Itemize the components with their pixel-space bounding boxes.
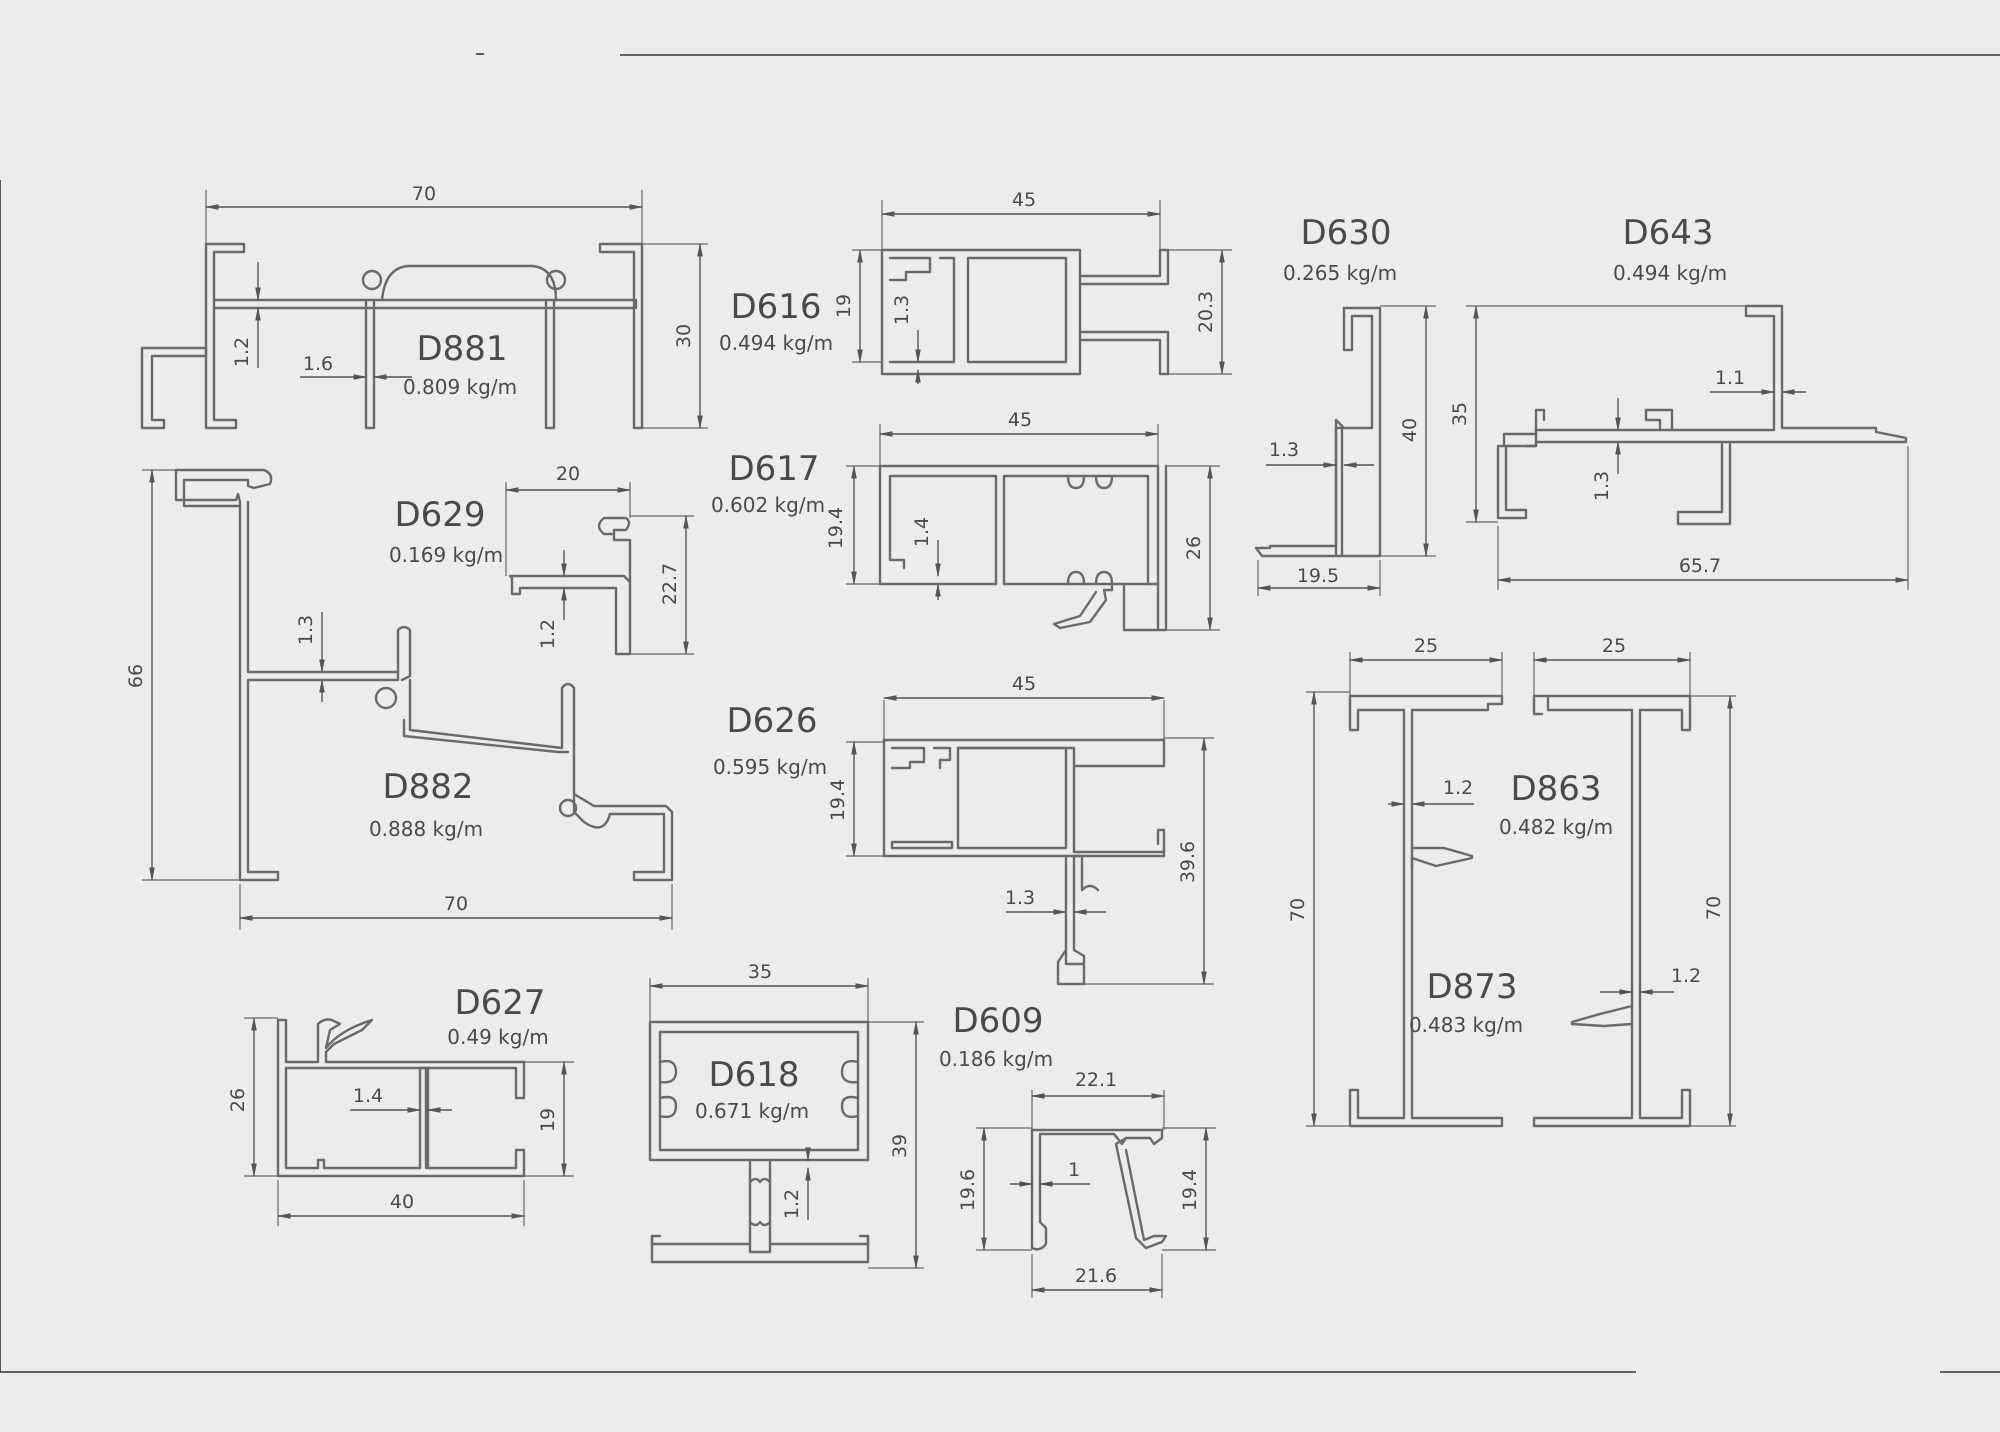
d863-dim-height: 70 bbox=[1287, 898, 1309, 922]
d616-name: D616 bbox=[730, 287, 821, 327]
d873-name: D873 bbox=[1426, 967, 1517, 1007]
d873-dim-height: 70 bbox=[1703, 896, 1725, 920]
profile-d882: 66 1.3 70 D882 0.888 kg/m bbox=[125, 468, 674, 930]
d882-name: D882 bbox=[382, 767, 473, 807]
d616-dim-width: 45 bbox=[1012, 189, 1036, 211]
d629-weight: 0.169 kg/m bbox=[389, 543, 503, 567]
d630-name: D630 bbox=[1300, 213, 1391, 253]
d617-dim-width: 45 bbox=[1008, 409, 1032, 431]
d618-dim-wall: 1.2 bbox=[781, 1189, 803, 1219]
d881-name: D881 bbox=[416, 329, 507, 369]
sheet-frame bbox=[0, 53, 2000, 1373]
profile-d617: 45 19.4 1.4 26 D617 0.602 kg/m bbox=[711, 409, 1220, 632]
d873-weight: 0.483 kg/m bbox=[1409, 1013, 1523, 1037]
d643-weight: 0.494 kg/m bbox=[1613, 261, 1727, 285]
profile-d618: 35 39 1.2 D618 0.671 kg/m bbox=[648, 961, 924, 1270]
d626-dim-wall: 1.3 bbox=[1005, 887, 1035, 909]
d643-dim-width: 65.7 bbox=[1679, 555, 1721, 577]
d616-dim-flange: 20.3 bbox=[1195, 291, 1217, 333]
d882-dim-wall: 1.3 bbox=[295, 615, 317, 645]
profile-d627: 26 1.4 19 40 D627 0.49 kg/m bbox=[227, 983, 574, 1226]
d618-dim-height: 39 bbox=[889, 1134, 911, 1158]
d630-dim-width: 19.5 bbox=[1297, 565, 1339, 587]
d609-dim-bottom: 21.6 bbox=[1075, 1265, 1117, 1287]
d873-dim-wall: 1.2 bbox=[1671, 965, 1701, 987]
d618-weight: 0.671 kg/m bbox=[695, 1099, 809, 1123]
d629-dim-height: 22.7 bbox=[659, 563, 681, 605]
d881-dim-web: 1.6 bbox=[303, 353, 333, 375]
d617-name: D617 bbox=[728, 449, 819, 489]
d609-name: D609 bbox=[952, 1001, 1043, 1041]
d617-dim-overall: 26 bbox=[1183, 536, 1205, 560]
d626-weight: 0.595 kg/m bbox=[713, 755, 827, 779]
d626-dim-width: 45 bbox=[1012, 673, 1036, 695]
d627-name: D627 bbox=[454, 983, 545, 1023]
d609-dim-wall: 1 bbox=[1068, 1159, 1080, 1181]
d626-dim-overall: 39.6 bbox=[1177, 841, 1199, 883]
d618-dim-width: 35 bbox=[748, 961, 772, 983]
d881-dim-width: 70 bbox=[412, 183, 436, 205]
d616-weight: 0.494 kg/m bbox=[719, 331, 833, 355]
profile-d630: 40 1.3 19.5 D630 0.265 kg/m bbox=[1254, 213, 1436, 596]
profile-d609: 22.1 19.6 1 19.4 21.6 D609 0.186 kg/m bbox=[939, 1001, 1216, 1298]
d616-dim-wall: 1.3 bbox=[891, 295, 913, 325]
d643-dim-wall: 1.3 bbox=[1591, 471, 1613, 501]
d881-weight: 0.809 kg/m bbox=[403, 375, 517, 399]
d627-dim-width: 40 bbox=[390, 1191, 414, 1213]
profile-d629: 20 22.7 1.2 D629 0.169 kg/m bbox=[389, 463, 694, 656]
d609-dim-height-left: 19.6 bbox=[957, 1169, 979, 1211]
d627-dim-inner: 19 bbox=[537, 1108, 559, 1132]
profile-d881: 70 30 1.2 1.6 D881 0.809 kg/m bbox=[140, 183, 708, 430]
profile-d643: 35 1.1 1.3 65.7 D643 0.494 kg/m bbox=[1449, 213, 1910, 590]
d617-dim-height: 19.4 bbox=[825, 507, 847, 549]
d629-dim-width: 20 bbox=[556, 463, 580, 485]
d863-weight: 0.482 kg/m bbox=[1499, 815, 1613, 839]
d609-weight: 0.186 kg/m bbox=[939, 1047, 1053, 1071]
d881-dim-wall: 1.2 bbox=[231, 337, 253, 367]
profile-d626: 45 19.4 39.6 1.3 D626 0.595 kg/m bbox=[713, 673, 1214, 986]
d609-dim-top: 22.1 bbox=[1075, 1069, 1117, 1091]
d609-dim-height-right: 19.4 bbox=[1179, 1169, 1201, 1211]
d643-dim-wall-top: 1.1 bbox=[1715, 367, 1745, 389]
d630-dim-wall: 1.3 bbox=[1269, 439, 1299, 461]
d616-dim-height: 19 bbox=[833, 294, 855, 318]
d627-dim-height: 26 bbox=[227, 1088, 249, 1112]
d630-weight: 0.265 kg/m bbox=[1283, 261, 1397, 285]
d617-weight: 0.602 kg/m bbox=[711, 493, 825, 517]
d863-dim-width-right: 25 bbox=[1602, 635, 1626, 657]
d629-name: D629 bbox=[394, 495, 485, 535]
d626-name: D626 bbox=[726, 701, 817, 741]
d882-weight: 0.888 kg/m bbox=[369, 817, 483, 841]
d643-dim-height: 35 bbox=[1449, 402, 1471, 426]
d629-dim-wall: 1.2 bbox=[537, 619, 559, 649]
d627-weight: 0.49 kg/m bbox=[447, 1025, 548, 1049]
d881-dim-height: 30 bbox=[673, 324, 695, 348]
d863-name: D863 bbox=[1510, 769, 1601, 809]
d630-dim-height: 40 bbox=[1399, 418, 1421, 442]
d882-dim-height: 66 bbox=[125, 664, 147, 688]
d863-dim-wall: 1.2 bbox=[1443, 777, 1473, 799]
d643-name: D643 bbox=[1622, 213, 1713, 253]
d626-dim-height: 19.4 bbox=[827, 779, 849, 821]
d627-dim-wall: 1.4 bbox=[353, 1085, 383, 1107]
profile-d863-d873: 25 25 1.2 70 D863 0.482 kg/m 70 1.2 D873… bbox=[1287, 635, 1736, 1128]
profile-d616: 45 19 1.3 20.3 D616 0.494 kg/m bbox=[719, 189, 1232, 384]
d882-dim-width: 70 bbox=[444, 893, 468, 915]
d617-dim-wall: 1.4 bbox=[911, 517, 933, 547]
d863-dim-width-left: 25 bbox=[1414, 635, 1438, 657]
d618-name: D618 bbox=[708, 1055, 799, 1095]
